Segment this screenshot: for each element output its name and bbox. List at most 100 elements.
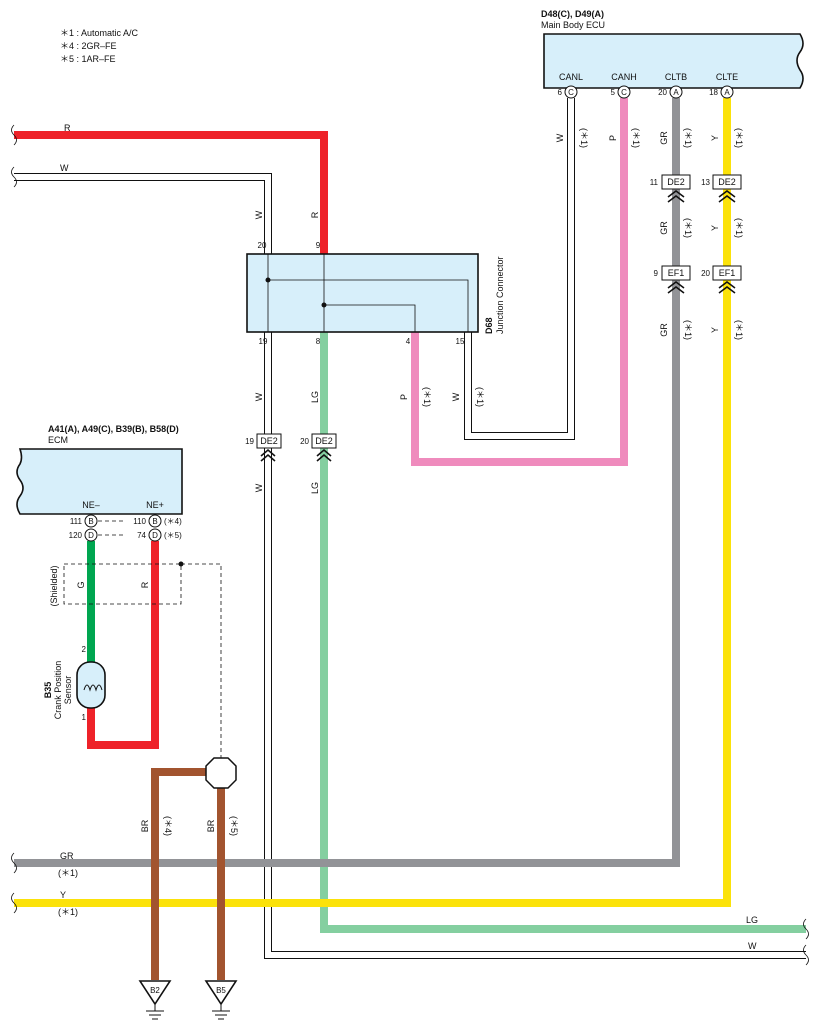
shield-junction-dot — [178, 561, 184, 567]
label-br-2: BR — [206, 819, 216, 832]
label-canl-w: W — [555, 133, 565, 142]
label-br-1: BR — [140, 819, 150, 832]
wire-white-bottom — [265, 332, 806, 958]
svg-text:9: 9 — [654, 269, 659, 278]
ecu-pin-num-6: 6 — [558, 88, 563, 97]
main-body-ecu-box — [543, 33, 804, 89]
label-w-bottom: W — [748, 941, 757, 951]
break-marks — [11, 124, 809, 966]
label-cltb-n1-1: (＊1) — [683, 128, 693, 148]
label-cltb-n1-2: (＊1) — [683, 218, 693, 238]
ecm-pin-letter-74: D — [152, 531, 158, 540]
ecu-pin-letter-20: A — [673, 88, 679, 97]
svg-text:B2: B2 — [150, 986, 160, 995]
sensor-id: B35 — [43, 682, 53, 699]
ecu-pin-letter-18: A — [724, 88, 730, 97]
label-cltb-gr-1: GR — [659, 131, 669, 145]
conn-ef1-20: EF1 20 — [701, 265, 742, 294]
svg-text:B5: B5 — [216, 986, 226, 995]
ecu-pin-label-canh: CANH — [611, 72, 637, 82]
label-br-n4: (＊4) — [163, 816, 173, 836]
shield-drain — [181, 563, 222, 760]
svg-text:DE2: DE2 — [315, 436, 333, 446]
jc-pin-9: 9 — [316, 241, 321, 250]
sensor-name-1: Crank Position — [53, 661, 63, 720]
ecu-pin-num-20: 20 — [658, 88, 667, 97]
ecu-pin-circle-18 — [720, 85, 734, 99]
label-lg-bottom: LG — [746, 915, 758, 925]
ecu-pin-label-canl: CANL — [559, 72, 583, 82]
wire-pink-canh — [411, 98, 628, 466]
label-w-top: W — [254, 210, 264, 219]
label-cltb-gr-2: GR — [659, 221, 669, 235]
note-1: ＊1 : Automatic A/C — [60, 28, 139, 38]
ecu-pin-label-cltb: CLTB — [665, 72, 687, 82]
svg-text:19: 19 — [245, 437, 254, 446]
label-cltb-gr-3: GR — [659, 323, 669, 337]
label-gr-n1: (＊1) — [58, 868, 78, 878]
label-w-n1: (＊1) — [475, 387, 485, 407]
svg-text:20: 20 — [701, 269, 710, 278]
note-5: ＊5 : 1AR–FE — [60, 54, 116, 64]
svg-text:EF1: EF1 — [719, 268, 736, 278]
ground-b5: B5 — [204, 980, 238, 1020]
conn-de2-11: DE2 11 — [650, 174, 691, 203]
ecm-pin-num-74: 74 — [137, 531, 146, 540]
wire-white-main-outline — [14, 173, 272, 254]
label-y-n1: (＊1) — [58, 907, 78, 917]
label-gr-bottom: GR — [60, 851, 74, 861]
label-r-ecm: R — [140, 581, 150, 588]
label-clte-y-1: Y — [710, 135, 720, 141]
ecu-pin-circle-6 — [564, 85, 578, 99]
ecm-pin-note-110: (＊4) — [164, 517, 182, 526]
label-clte-y-3: Y — [710, 327, 720, 333]
wire-white-canl — [465, 98, 574, 439]
ground-b2: B2 — [138, 980, 172, 1020]
label-r-top: R — [310, 211, 320, 218]
sensor-pin-1: 1 — [82, 713, 87, 722]
label-lg-mid-2: LG — [310, 482, 320, 494]
label-lg-mid-1: LG — [310, 391, 320, 403]
ecu-pin-label-clte: CLTE — [716, 72, 738, 82]
label-w-mid-1: W — [254, 392, 264, 401]
jc-pin-4: 4 — [406, 337, 411, 346]
svg-text:13: 13 — [701, 178, 710, 187]
crank-sensor-coil-icon — [83, 684, 103, 692]
ecm-pin-note-74: (＊5) — [164, 531, 182, 540]
ecu-pin-circle-20 — [669, 85, 683, 99]
label-g: G — [76, 581, 86, 588]
junction-internal-lines — [265, 254, 469, 332]
ecm-pin-circle-111 — [84, 514, 98, 528]
svg-text:DE2: DE2 — [667, 177, 685, 187]
crank-sensor-body — [76, 661, 106, 709]
ecu-pin-letter-6: C — [568, 88, 574, 97]
wire-white-main — [14, 174, 271, 254]
label-p-mid: P — [399, 394, 409, 400]
ecu-pin-num-18: 18 — [709, 88, 718, 97]
label-clte-n1-3: (＊1) — [734, 320, 744, 340]
ecm-pin-num-110: 110 — [133, 517, 146, 526]
ecm-pin-circle-120 — [84, 528, 98, 542]
ecm-pin-num-120: 120 — [69, 531, 83, 540]
label-clte-y-2: Y — [710, 225, 720, 231]
wire-brown-b2 — [151, 768, 221, 980]
ecm-pin-circle-110 — [148, 514, 162, 528]
label-canh-n1: (＊1) — [631, 128, 641, 148]
conn-de2-20: DE2 20 — [300, 433, 337, 462]
jc-name: Junction Connector — [495, 256, 505, 334]
label-r-left: R — [64, 123, 71, 133]
svg-text:11: 11 — [650, 178, 659, 187]
conn-ef1-9: EF1 9 — [654, 265, 691, 294]
ecm-pin-label-ne-plus: NE+ — [146, 500, 164, 510]
splice-point — [205, 757, 237, 789]
svg-text:DE2: DE2 — [260, 436, 278, 446]
ecm-pin-label-ne-minus: NE– — [82, 500, 100, 510]
conn-de2-19: DE2 19 — [245, 433, 282, 462]
label-w-mid-2: W — [451, 392, 461, 401]
label-y-bottom: Y — [60, 890, 66, 900]
label-w-mid-3: W — [254, 483, 264, 492]
ecm-name: ECM — [48, 435, 68, 445]
wire-lg — [320, 332, 806, 933]
label-clte-n1-2: (＊1) — [734, 218, 744, 238]
